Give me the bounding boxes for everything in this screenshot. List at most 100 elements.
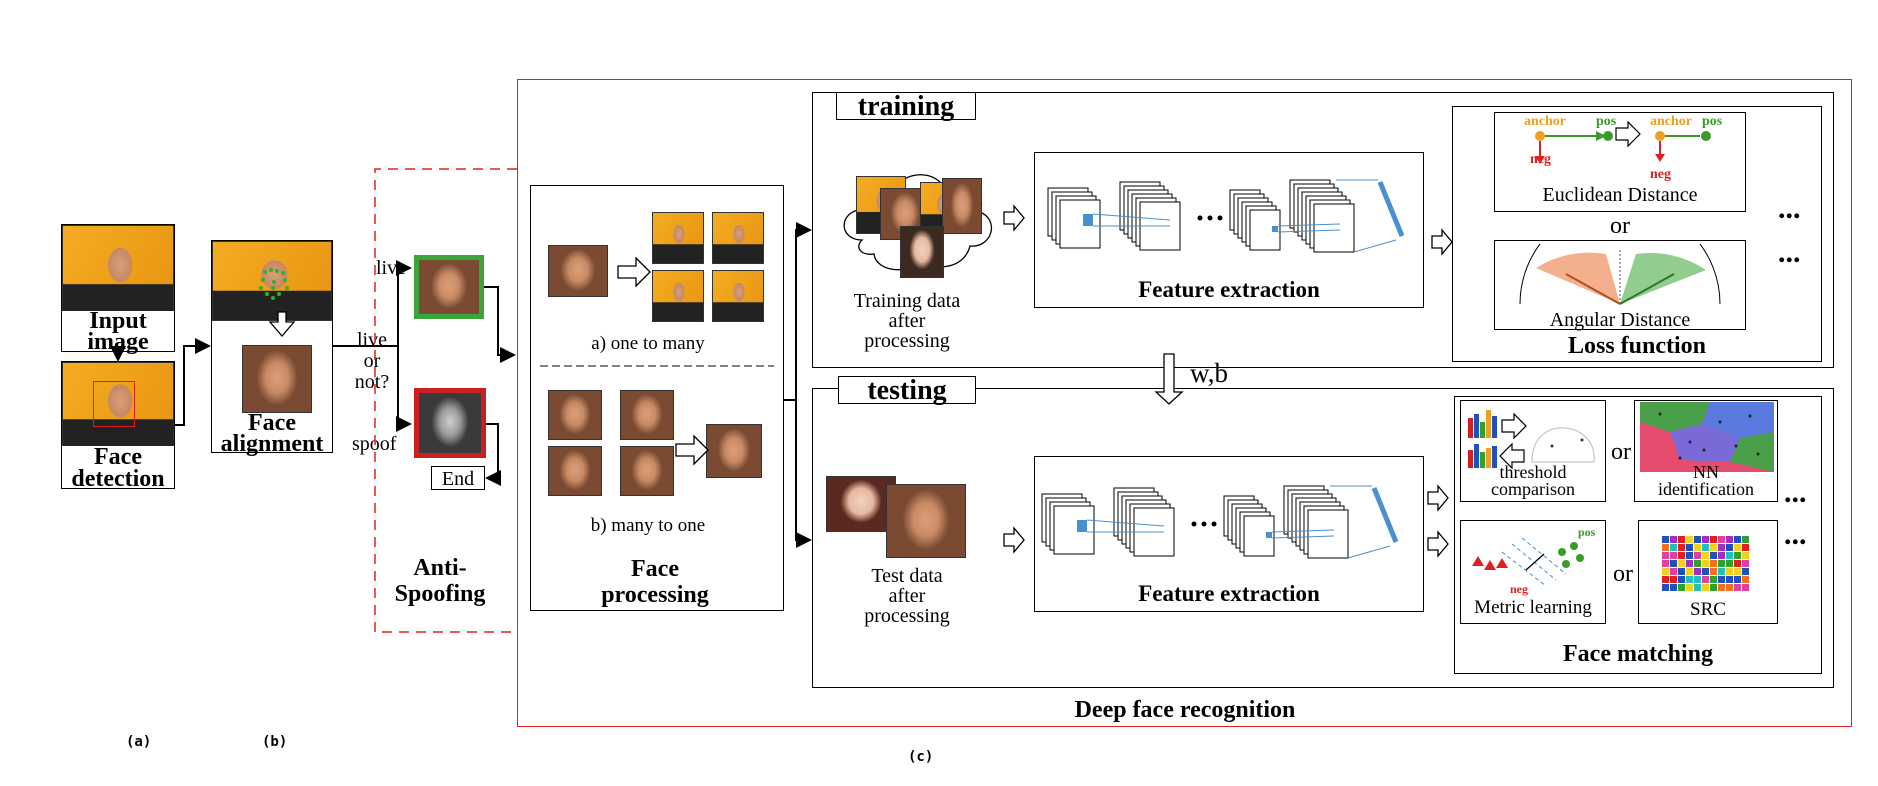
landmark-points xyxy=(259,268,289,300)
landmark-photo xyxy=(212,241,332,321)
test-cnn-diagram xyxy=(1041,485,1399,559)
face-alignment-label: Face alignment xyxy=(220,410,324,457)
training-title-box: training xyxy=(836,91,976,122)
src-cell xyxy=(1670,584,1677,591)
src-cell xyxy=(1742,560,1749,567)
src-cell xyxy=(1702,584,1709,591)
angular-label: Angular Distance xyxy=(1549,309,1691,331)
testing-title: testing xyxy=(867,375,947,406)
src-label: SRC xyxy=(1690,599,1726,620)
spoof-face-photo xyxy=(414,388,486,458)
train-cnn-diagram xyxy=(1047,179,1405,253)
euclidean-label: Euclidean Distance xyxy=(1542,184,1698,206)
src-cell xyxy=(1678,576,1685,583)
src-cell xyxy=(1718,552,1725,559)
src-cell xyxy=(1718,560,1725,567)
src-cell xyxy=(1686,536,1693,543)
src-cell xyxy=(1726,544,1733,551)
src-cell xyxy=(1662,552,1669,559)
caption-b: (b) xyxy=(262,734,288,750)
src-cell xyxy=(1670,536,1677,543)
training-title: training xyxy=(857,91,955,122)
src-cell xyxy=(1678,560,1685,567)
src-cell xyxy=(1734,544,1741,551)
neg-label-1: neg xyxy=(1530,152,1551,167)
src-cell xyxy=(1734,576,1741,583)
live-label: live xyxy=(376,257,406,279)
src-cell xyxy=(1662,584,1669,591)
src-cell xyxy=(1742,568,1749,575)
src-cell xyxy=(1670,576,1677,583)
src-cell xyxy=(1718,536,1725,543)
nn-diagram xyxy=(1640,402,1774,472)
src-cell xyxy=(1694,560,1701,567)
deep-face-recognition-frame xyxy=(517,79,1852,727)
src-cell xyxy=(1686,576,1693,583)
pos-label-1: pos xyxy=(1596,114,1617,129)
src-cell xyxy=(1702,536,1709,543)
loss-ellipsis-1: ... xyxy=(1778,192,1801,225)
end-box: End xyxy=(431,466,485,490)
panel-a-frame-bottom xyxy=(61,361,175,489)
fp-input-face-1 xyxy=(548,390,602,440)
many-to-one-label: b) many to one xyxy=(590,515,706,536)
caption-a: (a) xyxy=(126,734,152,750)
src-cell xyxy=(1726,576,1733,583)
fp-many-face-2 xyxy=(712,212,764,264)
src-diagram xyxy=(1662,536,1749,591)
src-cell xyxy=(1662,568,1669,575)
src-cell xyxy=(1670,568,1677,575)
metric-neg-label: neg xyxy=(1510,582,1528,596)
end-label: End xyxy=(441,468,475,490)
src-cell xyxy=(1678,552,1685,559)
src-cell xyxy=(1726,568,1733,575)
src-cell xyxy=(1694,536,1701,543)
src-cell xyxy=(1702,576,1709,583)
matching-or-label-2: or xyxy=(1613,561,1633,587)
src-cell xyxy=(1678,584,1685,591)
src-cell xyxy=(1710,576,1717,583)
test-feature-extraction-label: Feature extraction xyxy=(1138,581,1320,606)
fp-many-face-3 xyxy=(652,270,704,322)
threshold-label: threshold comparison xyxy=(1491,462,1575,499)
src-cell xyxy=(1726,584,1733,591)
training-data-label: Training data after processing xyxy=(853,290,961,352)
src-cell xyxy=(1710,536,1717,543)
src-cell xyxy=(1742,576,1749,583)
fp-many-face-4 xyxy=(712,270,764,322)
src-cell xyxy=(1734,552,1741,559)
live-face-photo xyxy=(414,255,484,319)
src-cell xyxy=(1670,544,1677,551)
threshold-diagram xyxy=(1468,410,1595,470)
src-cell xyxy=(1734,536,1741,543)
face-matching-label: Face matching xyxy=(1563,641,1713,667)
src-cell xyxy=(1686,584,1693,591)
face-detection-photo xyxy=(62,362,174,454)
src-cell xyxy=(1710,560,1717,567)
aligned-face-photo xyxy=(242,345,312,413)
src-cell xyxy=(1742,544,1749,551)
fp-input-face-4 xyxy=(620,446,674,496)
face-processing-title: Face processing xyxy=(601,556,709,608)
src-cell xyxy=(1702,544,1709,551)
matching-ellipsis-2: ... xyxy=(1784,518,1807,551)
src-cell xyxy=(1734,584,1741,591)
src-cell xyxy=(1694,576,1701,583)
caption-c: (c) xyxy=(908,749,934,765)
src-cell xyxy=(1702,552,1709,559)
panel-a-frame xyxy=(61,224,175,352)
src-cell xyxy=(1694,552,1701,559)
neg-label-2: neg xyxy=(1650,167,1671,182)
fp-many-face-1 xyxy=(652,212,704,264)
input-image-photo xyxy=(62,225,174,320)
src-cell xyxy=(1742,536,1749,543)
src-cell xyxy=(1702,568,1709,575)
src-cell xyxy=(1742,552,1749,559)
fp-input-face-2 xyxy=(620,390,674,440)
test-data-label: Test data after processing xyxy=(864,565,950,627)
src-cell xyxy=(1686,552,1693,559)
src-cell xyxy=(1678,536,1685,543)
src-cell xyxy=(1726,552,1733,559)
metric-learning-label: Metric learning xyxy=(1474,597,1592,618)
src-cell xyxy=(1678,568,1685,575)
